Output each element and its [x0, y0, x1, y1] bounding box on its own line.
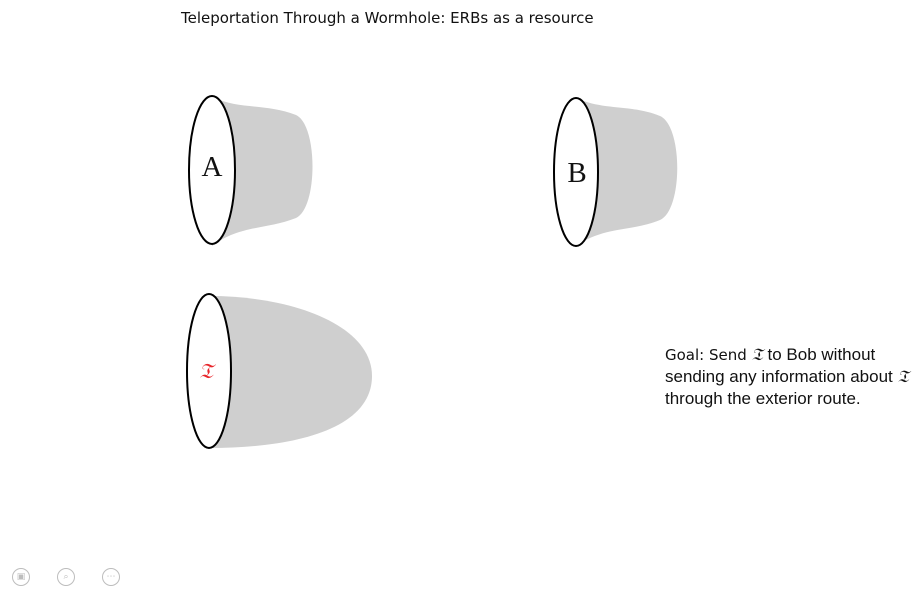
- zoom-icon[interactable]: ⌕: [57, 568, 75, 586]
- mouth-label-a: A: [202, 151, 223, 183]
- wormhole-opening-b: [553, 97, 599, 247]
- wormhole-opening-a: [188, 95, 236, 245]
- wormhole-opening-t: [186, 293, 232, 449]
- mouth-label-b: B: [567, 157, 586, 189]
- wormhole-mouth-a: A: [188, 95, 313, 246]
- goal-lead: Goal: Send: [665, 346, 747, 364]
- slides-icon[interactable]: ▣: [12, 568, 30, 586]
- wormhole-throat-b: [576, 98, 678, 246]
- goal-tail: through the exterior route.: [665, 389, 861, 408]
- more-icon[interactable]: ⋯: [102, 568, 120, 586]
- wormhole-mouth-b: B: [553, 97, 678, 247]
- slide-title: Teleportation Through a Wormhole: ERBs a…: [181, 9, 594, 27]
- goal-symbol: 𝔗: [751, 345, 763, 365]
- wormhole-mouth-t: 𝔗: [186, 293, 372, 449]
- goal-text: Goal: Send 𝔗 to Bob without sending any …: [665, 344, 915, 409]
- wormhole-throat-t: [210, 296, 372, 448]
- mouth-label-t: 𝔗: [199, 359, 217, 383]
- wormhole-throat-a: [212, 97, 313, 246]
- goal-mid: to Bob without sending any information a…: [665, 345, 893, 386]
- goal-symbol-2: 𝔗: [897, 367, 909, 387]
